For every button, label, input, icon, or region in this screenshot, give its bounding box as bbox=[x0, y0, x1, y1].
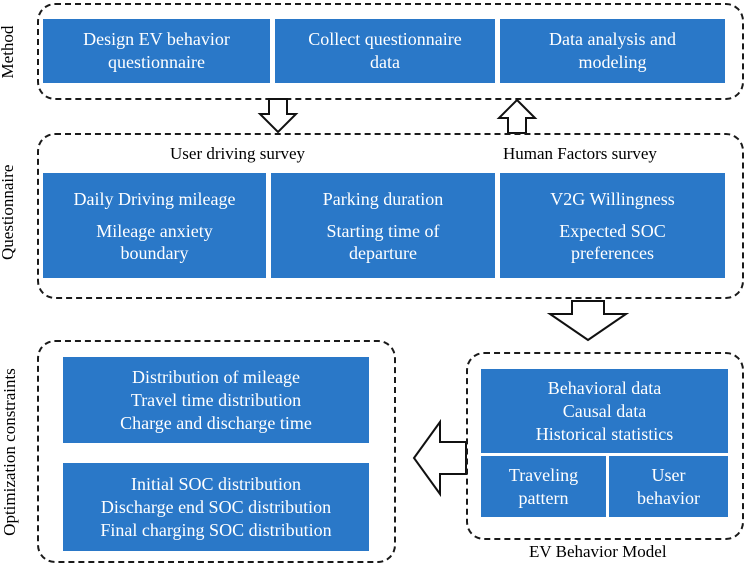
human-factors-survey-label: Human Factors survey bbox=[503, 144, 657, 163]
box-line: pattern bbox=[518, 487, 569, 508]
up-arrow-icon bbox=[496, 98, 538, 134]
left-arrow-icon bbox=[412, 418, 467, 498]
box-line: Final charging SOC distribution bbox=[100, 519, 332, 540]
box-line: Initial SOC distribution bbox=[130, 473, 301, 494]
box-line: preferences bbox=[571, 242, 654, 263]
user-behavior-box: User behavior bbox=[609, 456, 728, 517]
box-line: Data analysis and bbox=[549, 29, 676, 49]
box-line: Travel time distribution bbox=[130, 389, 302, 410]
v2g-willingness-box: V2G Willingness Expected SOC preferences bbox=[500, 173, 725, 278]
down-arrow-icon bbox=[257, 98, 299, 134]
questionnaire-group bbox=[37, 133, 744, 299]
box-line: data bbox=[370, 52, 400, 72]
parking-duration-box: Parking duration Starting time of depart… bbox=[271, 173, 495, 278]
ev-behavior-model-label: EV Behavior Model bbox=[529, 542, 667, 561]
box-line: Charge and discharge time bbox=[120, 412, 312, 433]
soc-distribution-box: Initial SOC distribution Discharge end S… bbox=[63, 463, 369, 551]
collect-data-box: Collect questionnaire data bbox=[275, 19, 495, 83]
box-line: Expected SOC bbox=[559, 220, 666, 241]
box-line: Causal data bbox=[562, 400, 647, 421]
daily-driving-box: Daily Driving mileage Mileage anxiety bo… bbox=[43, 173, 266, 278]
box-line: Collect questionnaire bbox=[308, 29, 462, 49]
method-label: Method bbox=[0, 25, 17, 79]
box-line: User bbox=[651, 464, 686, 485]
optimization-label: Optimization constraints bbox=[0, 368, 19, 536]
data-analysis-box: Data analysis and modeling bbox=[500, 19, 725, 83]
behavioral-data-box: Behavioral data Causal data Historical s… bbox=[481, 369, 728, 453]
box-line: modeling bbox=[578, 52, 647, 72]
box-line: departure bbox=[349, 242, 417, 263]
questionnaire-label: Questionnaire bbox=[0, 164, 17, 260]
box-line: Starting time of bbox=[326, 220, 440, 241]
method-group bbox=[37, 3, 744, 100]
design-questionnaire-box: Design EV behavior questionnaire bbox=[43, 19, 270, 83]
box-line: questionnaire bbox=[108, 52, 205, 72]
box-line: Traveling bbox=[508, 464, 579, 485]
box-line: behavior bbox=[637, 487, 700, 508]
ev-model-group bbox=[466, 352, 744, 540]
box-line: Design EV behavior bbox=[83, 29, 230, 49]
box-line: Daily Driving mileage bbox=[73, 188, 236, 209]
box-line: Historical statistics bbox=[535, 423, 674, 444]
box-line: Mileage anxiety bbox=[96, 220, 213, 241]
mileage-distribution-box: Distribution of mileage Travel time dist… bbox=[63, 357, 369, 443]
box-line: V2G Willingness bbox=[550, 188, 675, 209]
traveling-pattern-box: Traveling pattern bbox=[481, 456, 606, 517]
optimization-group bbox=[37, 340, 396, 563]
down-arrow-icon bbox=[546, 300, 630, 342]
box-line: Distribution of mileage bbox=[132, 366, 300, 387]
box-line: Parking duration bbox=[322, 188, 444, 209]
box-line: Discharge end SOC distribution bbox=[100, 496, 332, 517]
box-line: boundary bbox=[120, 242, 189, 263]
user-driving-survey-label: User driving survey bbox=[170, 144, 306, 163]
box-line: Behavioral data bbox=[547, 377, 662, 398]
